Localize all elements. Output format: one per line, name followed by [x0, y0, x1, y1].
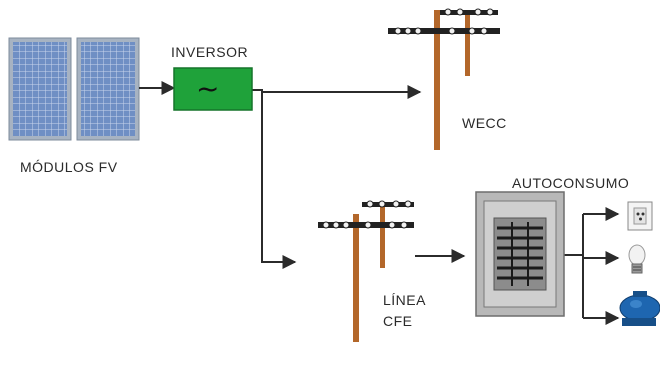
inverter-icon: ~: [173, 67, 253, 111]
solar-panel-icon: [8, 37, 140, 141]
line-label: LÍNEA: [383, 292, 426, 308]
wiring: [139, 81, 620, 325]
self-consumption-label: AUTOCONSUMO: [512, 175, 630, 191]
inverter-label: INVERSOR: [171, 44, 249, 60]
pv-modules-label: MÓDULOS FV: [20, 159, 118, 175]
cfe-label: CFE: [383, 313, 413, 329]
utility-pole-icon: [388, 8, 500, 150]
lightbulb-icon: [628, 244, 646, 274]
inverter-symbol: ~: [196, 72, 219, 105]
electrical-panel-icon: [475, 191, 565, 317]
utility-pole-icon: [318, 200, 414, 342]
wecc-label: WECC: [462, 115, 507, 131]
outlet-icon: [627, 201, 653, 231]
motor-icon: [619, 291, 660, 326]
